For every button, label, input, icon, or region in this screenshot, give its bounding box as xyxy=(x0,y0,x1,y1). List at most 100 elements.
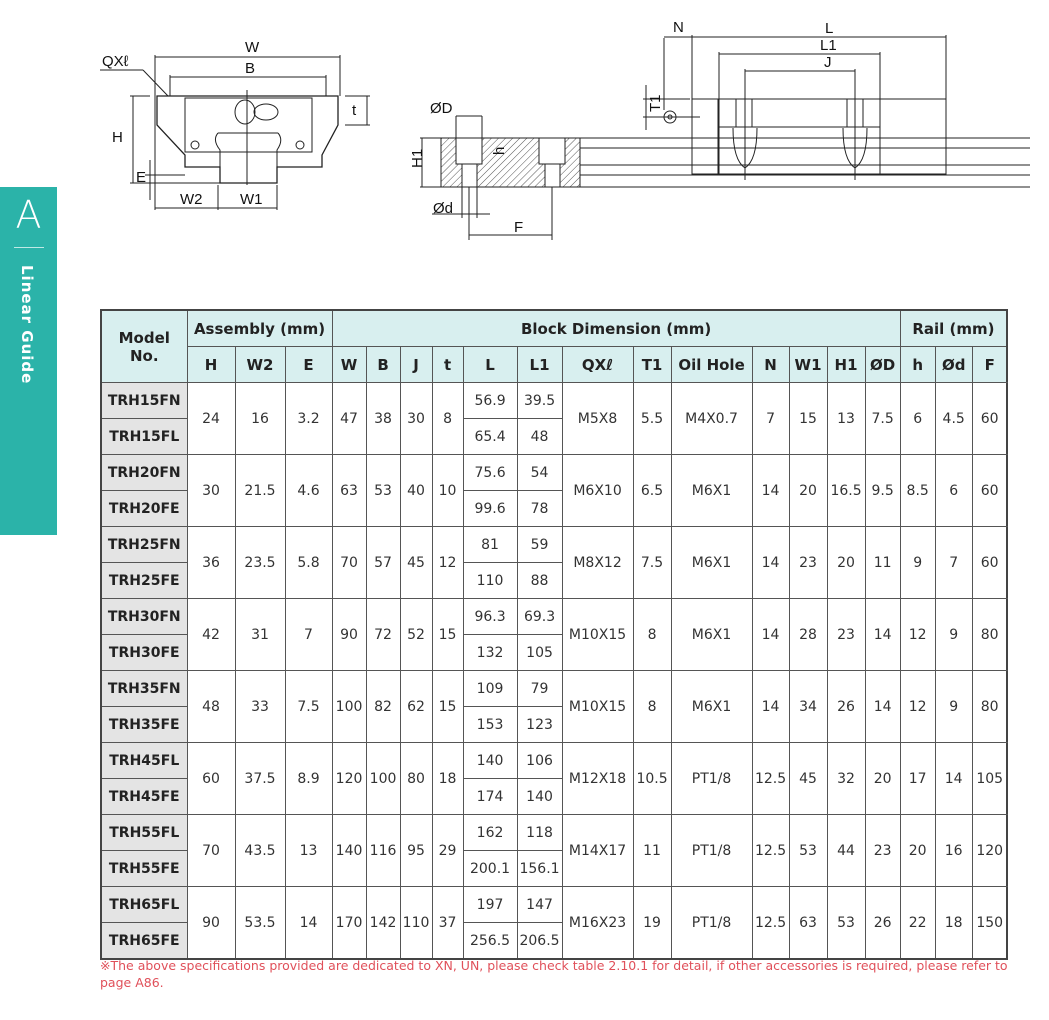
cell-e: 13 xyxy=(284,814,333,887)
cell-l: 197 xyxy=(462,886,518,923)
cell-oil: M6X1 xyxy=(670,598,753,671)
cell-l1: 69.3 xyxy=(516,598,563,635)
cell-d: 11 xyxy=(864,526,901,599)
cell-l1: 156.1 xyxy=(516,850,563,887)
cell-l: 256.5 xyxy=(462,922,518,960)
column-header: J xyxy=(399,346,433,383)
model-cell: TRH45FE xyxy=(100,778,188,815)
model-cell: TRH25FN xyxy=(100,526,188,563)
cell-l1: 206.5 xyxy=(516,922,563,960)
svg-text:N: N xyxy=(673,19,684,36)
cell-w1: 45 xyxy=(788,742,828,815)
cell-l: 75.6 xyxy=(462,454,518,491)
cell-j: 30 xyxy=(399,382,433,455)
cell-h: 12 xyxy=(899,598,936,671)
cell-n: 14 xyxy=(751,454,790,527)
header-model: Model No. xyxy=(100,309,188,383)
cell-l: 81 xyxy=(462,526,518,563)
model-cell: TRH15FL xyxy=(100,418,188,455)
cell-w: 140 xyxy=(331,814,367,887)
cell-h: 17 xyxy=(899,742,936,815)
cell-qxl: M10X15 xyxy=(561,598,634,671)
cell-b: 82 xyxy=(365,670,401,743)
cell-w1: 20 xyxy=(788,454,828,527)
cell-t1: 7.5 xyxy=(632,526,672,599)
cell-l1: 48 xyxy=(516,418,563,455)
cell-l1: 106 xyxy=(516,742,563,779)
cell-n: 12.5 xyxy=(751,742,790,815)
column-header: t xyxy=(431,346,464,383)
cell-w2: 23.5 xyxy=(234,526,286,599)
cell-qxl: M14X17 xyxy=(561,814,634,887)
cell-d: 26 xyxy=(864,886,901,960)
cell-w: 170 xyxy=(331,886,367,960)
cell-qxl: M10X15 xyxy=(561,670,634,743)
column-header: F xyxy=(971,346,1008,383)
cell-e: 3.2 xyxy=(284,382,333,455)
cell-b: 142 xyxy=(365,886,401,960)
cell-n: 14 xyxy=(751,598,790,671)
cell-oil: PT1/8 xyxy=(670,742,753,815)
svg-text:B: B xyxy=(245,60,255,77)
front-view-labels: W B QXℓ H E W2 W1 t xyxy=(102,39,357,208)
cell-l: 174 xyxy=(462,778,518,815)
cell-l: 110 xyxy=(462,562,518,599)
column-header: Ød xyxy=(934,346,973,383)
cell-h1: 23 xyxy=(826,598,866,671)
cell-w: 100 xyxy=(331,670,367,743)
cell-d: 18 xyxy=(934,886,973,960)
cell-h1: 16.5 xyxy=(826,454,866,527)
chapter-label: Linear Guide xyxy=(18,265,36,385)
header-rail: Rail (mm) xyxy=(899,309,1008,347)
cell-l1: 59 xyxy=(516,526,563,563)
cell-l: 109 xyxy=(462,670,518,707)
column-header: N xyxy=(751,346,790,383)
cell-d: 14 xyxy=(934,742,973,815)
cell-w1: 63 xyxy=(788,886,828,960)
cell-b: 72 xyxy=(365,598,401,671)
column-header: L1 xyxy=(516,346,563,383)
column-header: QXℓ xyxy=(561,346,634,383)
model-cell: TRH30FN xyxy=(100,598,188,635)
column-header: W2 xyxy=(234,346,286,383)
cell-f: 60 xyxy=(971,454,1008,527)
column-header: E xyxy=(284,346,333,383)
model-cell: TRH45FL xyxy=(100,742,188,779)
cell-l1: 147 xyxy=(516,886,563,923)
column-header: h xyxy=(899,346,936,383)
cell-d: 20 xyxy=(864,742,901,815)
model-cell: TRH65FL xyxy=(100,886,188,923)
svg-text:J: J xyxy=(824,54,832,71)
rail-section-drawing xyxy=(420,115,1030,240)
side-view-labels: N L L1 J T1 xyxy=(647,19,837,112)
cell-l: 96.3 xyxy=(462,598,518,635)
cell-l1: 88 xyxy=(516,562,563,599)
cell-j: 80 xyxy=(399,742,433,815)
cell-w2: 33 xyxy=(234,670,286,743)
cell-w2: 43.5 xyxy=(234,814,286,887)
cell-l: 153 xyxy=(462,706,518,743)
svg-text:H1: H1 xyxy=(409,149,426,168)
cell-w1: 53 xyxy=(788,814,828,887)
svg-text:T1: T1 xyxy=(647,94,664,112)
cell-f: 120 xyxy=(971,814,1008,887)
svg-text:t: t xyxy=(352,102,357,119)
cell-w: 47 xyxy=(331,382,367,455)
model-cell: TRH35FN xyxy=(100,670,188,707)
cell-f: 105 xyxy=(971,742,1008,815)
cell-f: 150 xyxy=(971,886,1008,960)
cell-d: 16 xyxy=(934,814,973,887)
svg-text:L: L xyxy=(825,20,833,37)
cell-d: 7.5 xyxy=(864,382,901,455)
cell-h: 12 xyxy=(899,670,936,743)
model-cell: TRH65FE xyxy=(100,922,188,960)
cell-h: 90 xyxy=(186,886,236,960)
cell-h: 8.5 xyxy=(899,454,936,527)
